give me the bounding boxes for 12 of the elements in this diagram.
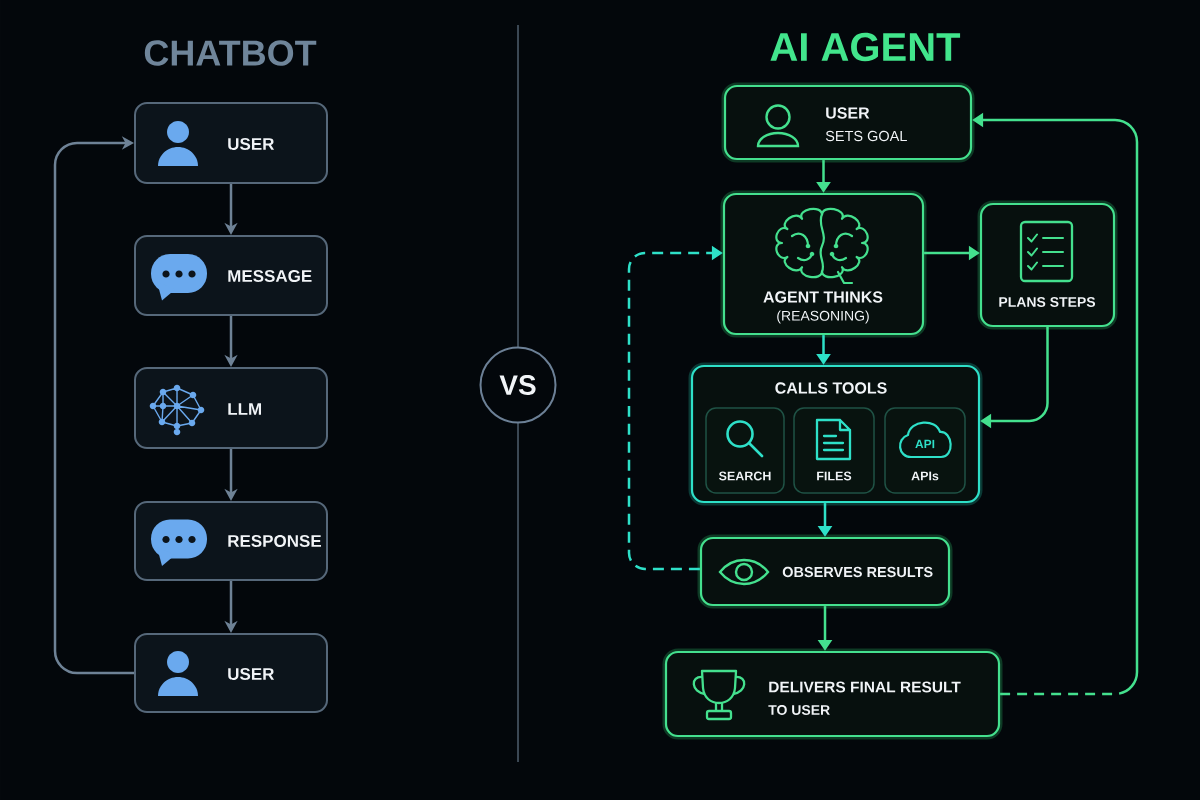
tool-box: FILES [793, 407, 875, 494]
process-box: AGENT THINKS (REASONING) [720, 190, 927, 338]
arrow [53, 136, 134, 675]
process-box: USER SETS GOAL [721, 82, 975, 163]
process-box: LLM [134, 367, 328, 449]
process-box: DELIVERS FINAL RESULT TO USER [662, 648, 1003, 740]
process-box: USER [134, 102, 328, 184]
heading: CHATBOT [144, 40, 317, 66]
tool-box: SEARCH [705, 407, 785, 494]
process-box: USER [134, 633, 328, 713]
process-box: PLANS STEPS [977, 200, 1118, 330]
process-box: OBSERVES RESULTS [697, 534, 953, 609]
